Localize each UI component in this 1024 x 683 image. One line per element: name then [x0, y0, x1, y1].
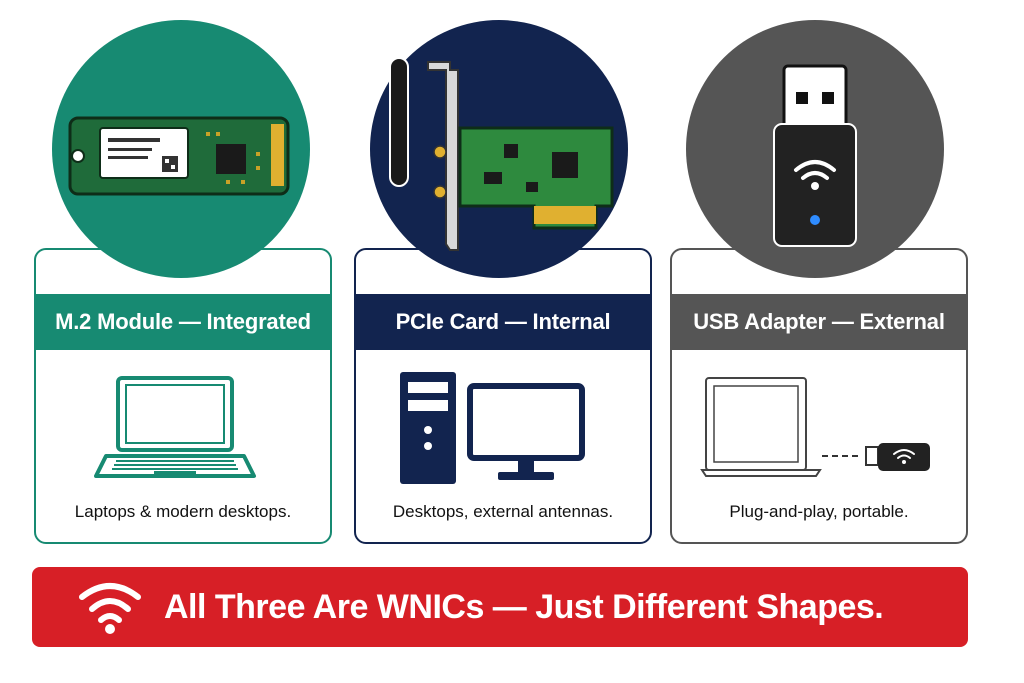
card-pcie-card: PCIe Card — Internal Desktops, external …	[354, 248, 652, 544]
card-caption: Desktops, external antennas.	[392, 502, 614, 521]
usb-adapter-icon	[773, 64, 857, 247]
m2-module-icon	[68, 116, 290, 196]
wifi-icon	[79, 583, 141, 634]
laptop-icon	[94, 376, 256, 478]
card-title: USB Adapter — External	[672, 294, 966, 350]
summary-banner: All Three Are WNICs — Just Different Sha…	[32, 567, 968, 647]
card-caption: Laptops & modern desktops.	[74, 502, 292, 521]
card-caption: Plug-and-play, portable.	[729, 502, 909, 521]
pcie-card-icon	[389, 57, 614, 251]
card-title: PCIe Card — Internal	[356, 294, 650, 350]
card-usb-adapter: USB Adapter — External Plug-and-play, po…	[670, 248, 968, 544]
banner-text: All Three Are WNICs — Just Different Sha…	[164, 587, 884, 626]
card-title: M.2 Module — Integrated	[36, 294, 330, 350]
desktop-pc-icon	[400, 372, 585, 484]
laptop-with-usb-dongle-icon	[700, 377, 930, 477]
card-m2-module: M.2 Module — Integrated Laptops & modern…	[34, 248, 332, 544]
